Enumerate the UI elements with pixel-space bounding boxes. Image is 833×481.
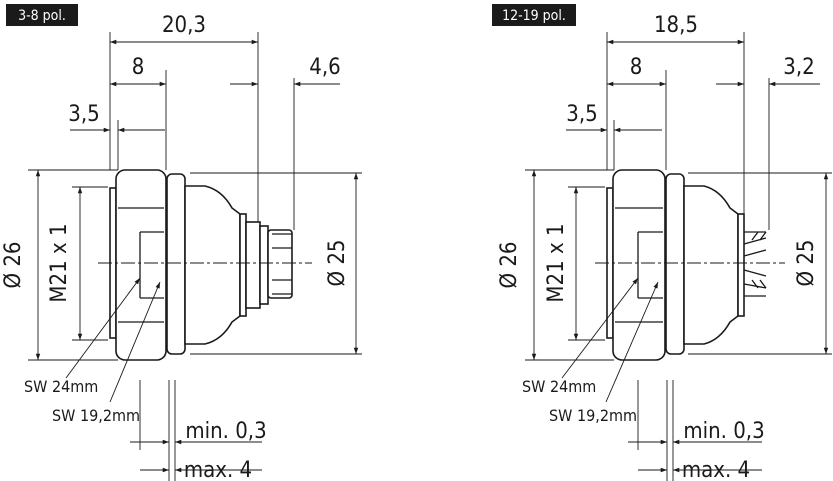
pin-count-badge-text: 3-8 pol. xyxy=(18,8,66,24)
dimension-front-length: 3,5 xyxy=(68,102,99,127)
wrench-size-19-2: SW 19,2mm xyxy=(52,406,140,425)
dimension-thread: M21 x 1 xyxy=(47,223,72,302)
wrench-size-24: SW 24mm xyxy=(24,377,98,396)
connector-body xyxy=(606,169,767,361)
dimension-diameter-front: Ø 26 xyxy=(497,241,522,288)
dimension-diameter-rear: Ø 25 xyxy=(325,239,350,286)
wrench-size-24: SW 24mm xyxy=(522,377,596,396)
connector-drawing-3-8-pol: 3-8 pol. 20,3 8 4,6 3,5 Ø 26 M21 x xyxy=(1,4,362,481)
connector-body xyxy=(109,169,293,361)
wrench-size-19-2: SW 19,2mm xyxy=(549,406,637,425)
panel-thickness-min: min. 0,3 xyxy=(185,419,266,444)
dimension-rear-length: 4,6 xyxy=(309,55,340,80)
panel-thickness-max: max. 4 xyxy=(184,458,252,481)
pin-count-badge xyxy=(6,4,78,26)
dimension-rear-length: 3,2 xyxy=(783,55,814,80)
dimension-diameter-rear: Ø 25 xyxy=(794,239,819,286)
dimension-overall-length: 20,3 xyxy=(162,13,206,38)
dimension-flange-length: 8 xyxy=(630,55,643,80)
panel-thickness-max: max. 4 xyxy=(682,458,750,481)
panel-thickness-min: min. 0,3 xyxy=(683,419,764,444)
dimension-front-length: 3,5 xyxy=(566,102,597,127)
pin-count-badge xyxy=(492,4,576,26)
connector-drawing-12-19-pol: 12-19 pol. 18,5 8 3,2 3,5 Ø 26 M21 xyxy=(492,4,832,481)
dimension-thread: M21 x 1 xyxy=(544,223,569,302)
pin-count-badge-text: 12-19 pol. xyxy=(502,8,566,24)
dimension-flange-length: 8 xyxy=(132,55,145,80)
dimension-overall-length: 18,5 xyxy=(654,13,698,38)
dimension-diameter-front: Ø 26 xyxy=(1,241,26,288)
